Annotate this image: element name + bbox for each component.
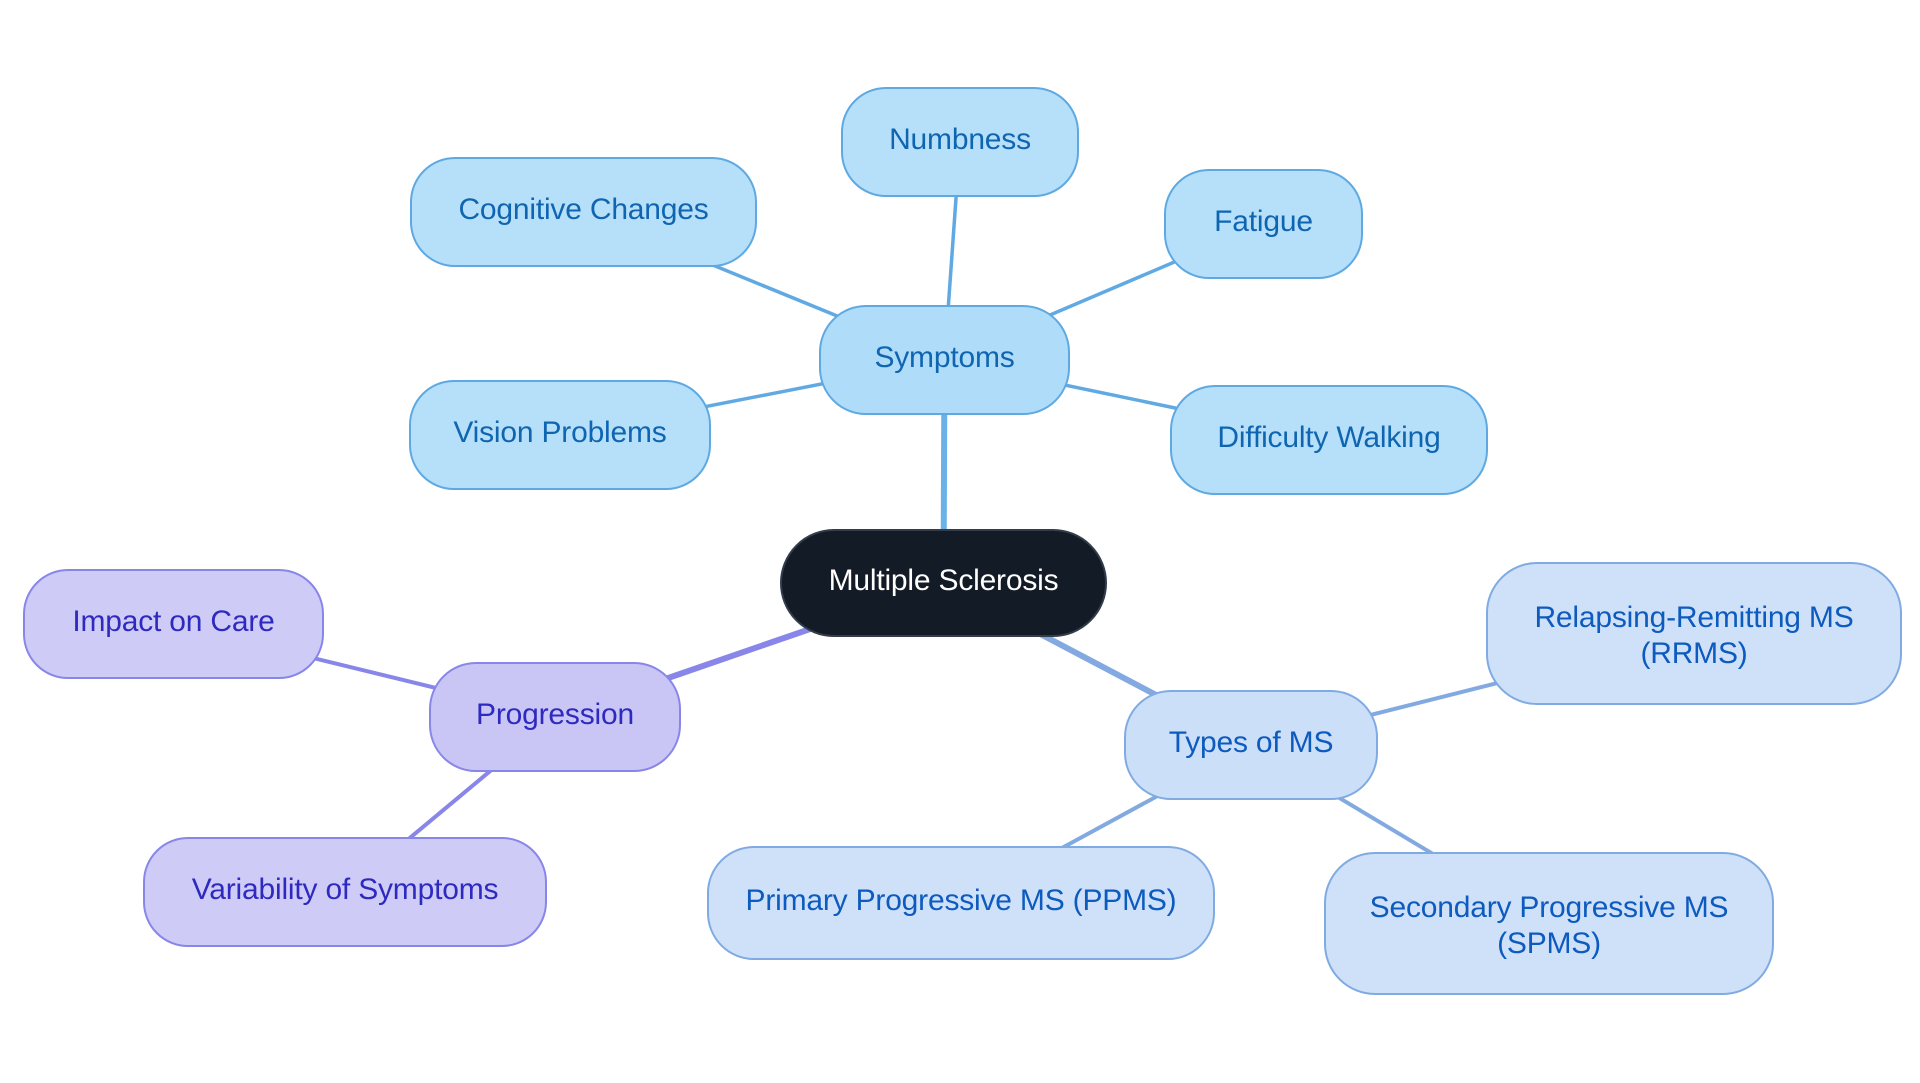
svg-text:Multiple Sclerosis: Multiple Sclerosis — [829, 564, 1059, 597]
svg-text:Secondary Progressive MS: Secondary Progressive MS — [1370, 891, 1729, 924]
svg-text:Vision Problems: Vision Problems — [453, 416, 666, 449]
svg-text:Numbness: Numbness — [889, 123, 1031, 156]
svg-text:Progression: Progression — [476, 698, 634, 731]
svg-text:Relapsing-Remitting MS: Relapsing-Remitting MS — [1534, 601, 1853, 634]
svg-text:Types of MS: Types of MS — [1169, 726, 1334, 759]
svg-text:(SPMS): (SPMS) — [1497, 927, 1601, 960]
svg-text:Cognitive Changes: Cognitive Changes — [458, 193, 708, 226]
svg-text:Difficulty Walking: Difficulty Walking — [1217, 421, 1440, 454]
svg-text:Fatigue: Fatigue — [1214, 205, 1313, 238]
svg-text:Impact on Care: Impact on Care — [72, 605, 274, 638]
svg-text:Symptoms: Symptoms — [874, 341, 1014, 374]
svg-text:(RRMS): (RRMS) — [1640, 637, 1747, 670]
svg-text:Variability of Symptoms: Variability of Symptoms — [192, 873, 499, 906]
svg-text:Primary Progressive MS (PPMS): Primary Progressive MS (PPMS) — [746, 884, 1177, 917]
